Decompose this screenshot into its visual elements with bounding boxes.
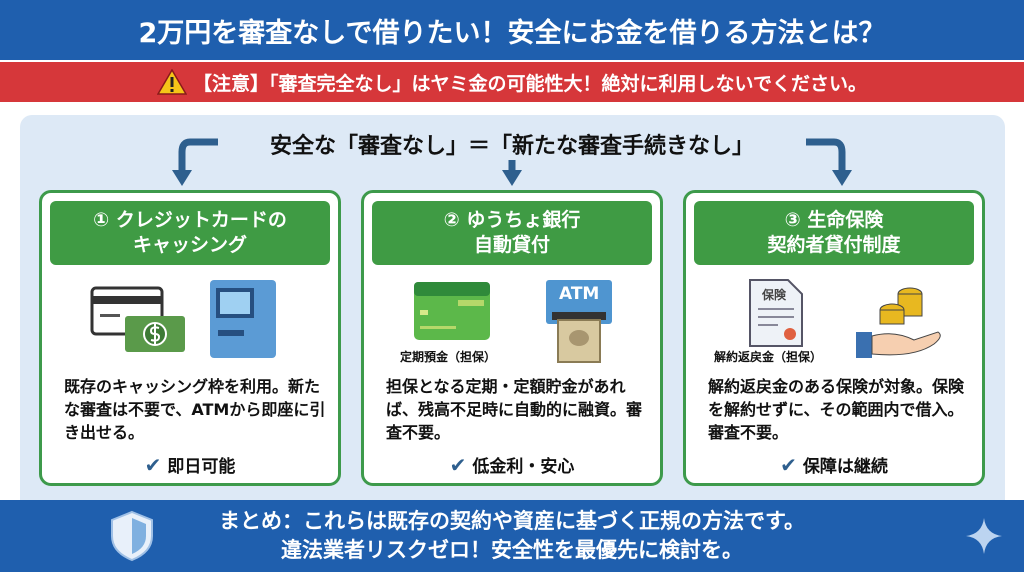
warning-banner: 【注意】「審査完全なし」はヤミ金の可能性大！絶対に利用しないでください。	[0, 62, 1024, 102]
insurance-document-icon	[749, 279, 803, 347]
summary-line1: まとめ：これらは既存の契約や資産に基づく正規の方法です。	[219, 509, 805, 533]
shield-check-icon	[111, 510, 153, 562]
card-yucho-auto-loan: ② ゆうちょ銀行自動貸付 定期預金（担保） ATM 担保となる定期・定額貯金があ…	[361, 190, 663, 486]
check-badge: ✔低金利・安心	[364, 452, 660, 478]
summary-line2: 違法業者リスクゼロ！安全性を最優先に検討を。	[281, 538, 743, 562]
card-title-line2: 自動貸付	[473, 234, 550, 256]
card-credit-card-cashing: ① クレジットカードのキャッシング 既存のキャッシング枠を利用。新たな審査は不要…	[39, 190, 341, 486]
card-title-line1: ① クレジットカードの	[93, 209, 287, 232]
atm-cash-icon	[546, 280, 612, 363]
check-circle-icon: ✔	[144, 452, 162, 477]
check-badge: ✔保障は継続	[686, 452, 982, 478]
collateral-caption: 解約返戻金（担保）	[714, 350, 823, 364]
atm-machine-icon	[210, 280, 276, 358]
card-title-line1: ② ゆうちょ銀行	[443, 209, 581, 232]
card-life-insurance-loan: ③ 生命保険契約者貸付制度 保険 解約返戻金（担保） 解約返戻金のある保険が対象…	[683, 190, 985, 486]
check-badge: ✔即日可能	[42, 452, 338, 478]
section-heading: 安全な「審査なし」＝「新たな審査手続きなし」	[269, 134, 754, 159]
card-header: ② ゆうちょ銀行自動貸付	[372, 201, 652, 265]
card-title-line2: 契約者貸付制度	[767, 234, 901, 256]
warning-text: 【注意】「審査完全なし」はヤミ金の可能性大！絶対に利用しないでください。	[193, 72, 867, 95]
card-title-line2: キャッシング	[132, 234, 247, 256]
flow-arrows	[172, 138, 852, 186]
warning-icon	[157, 69, 188, 95]
card-header: ① クレジットカードのキャッシング	[50, 201, 330, 265]
bank-passbook-icon	[414, 282, 490, 340]
arrow-right-icon	[806, 138, 852, 186]
sparkle-icon	[966, 518, 1002, 554]
arrow-left-icon	[172, 138, 218, 186]
credit-card-cash-icon	[90, 286, 185, 352]
summary-banner: まとめ：これらは既存の契約や資産に基づく正規の方法です。 違法業者リスクゼロ！安…	[0, 500, 1024, 572]
card-title-line1: ③ 生命保険	[784, 209, 884, 232]
hand-coins-icon	[856, 287, 941, 358]
card-description: 解約返戻金のある保険が対象。保険を解約せずに、その範囲内で借入。審査不要。	[708, 377, 965, 442]
page-title: 2万円を審査なしで借りたい！安全にお金を借りる方法とは？	[0, 0, 1024, 60]
check-text: 即日可能	[167, 457, 236, 477]
check-text: 保障は継続	[802, 457, 888, 477]
card-illustration: 定期預金（担保） ATM	[364, 278, 660, 368]
check-text: 低金利・安心	[472, 457, 575, 477]
card-illustration: 保険 解約返戻金（担保）	[686, 278, 982, 368]
document-label: 保険	[762, 288, 787, 302]
collateral-caption: 定期預金（担保）	[400, 350, 497, 364]
card-header: ③ 生命保険契約者貸付制度	[694, 201, 974, 265]
card-illustration	[42, 278, 338, 368]
card-description: 担保となる定期・定額貯金があれば、残高不足時に自動的に融資。審査不要。	[386, 377, 643, 442]
check-circle-icon: ✔	[780, 452, 797, 477]
check-circle-icon: ✔	[449, 452, 467, 477]
arrow-center-icon	[502, 160, 522, 186]
card-description: 既存のキャッシング枠を利用。新たな審査は不要で、ATMから即座に引き出せる。	[64, 377, 326, 442]
atm-label: ATM	[559, 284, 600, 304]
